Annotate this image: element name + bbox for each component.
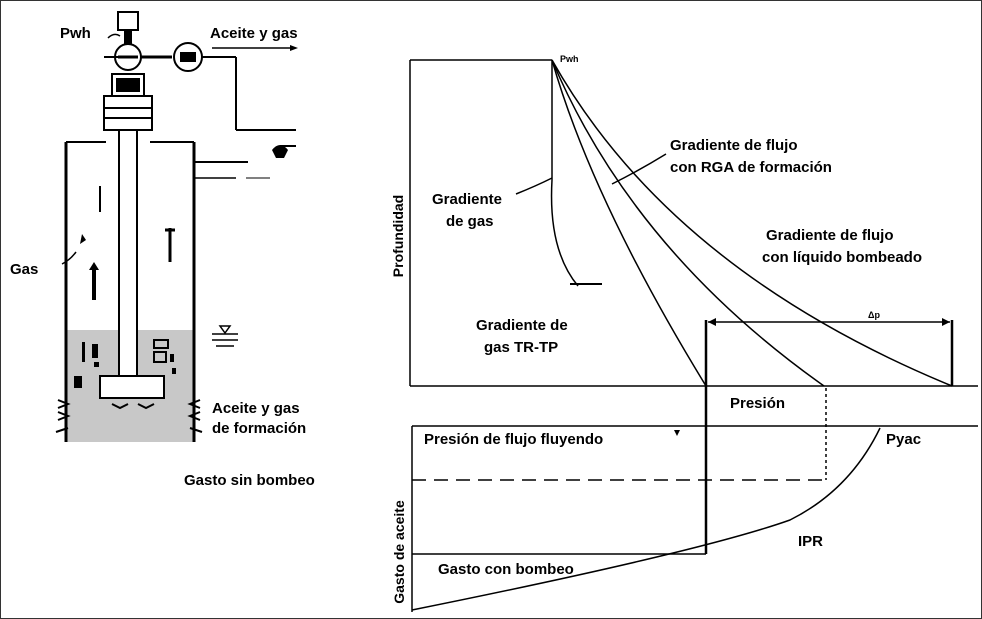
- bubble-2: [82, 342, 85, 362]
- label-annulus-2: gas TR-TP: [484, 339, 558, 356]
- well-schematic: Pwh Aceite y gas Gas Aceite y gas de for…: [10, 11, 306, 442]
- pumped-flow-curve: [551, 59, 953, 387]
- label-rate-no-pump: Gasto sin bombeo: [184, 472, 315, 489]
- pump-intake: [111, 403, 155, 410]
- ipr-curve: [411, 427, 881, 611]
- lower-y-label: Gasto de aceite: [391, 500, 407, 604]
- upper-x-label: Presión: [730, 395, 785, 412]
- gauge-stem: [124, 30, 132, 44]
- pressure-gauge-icon: [117, 11, 139, 31]
- flowing-pressure-marker-icon: [674, 430, 680, 436]
- label-annulus-1: Gradiente de: [476, 317, 568, 334]
- label-formation-flow-2: con RGA de formación: [670, 159, 832, 176]
- label-output: Aceite y gas: [210, 25, 298, 42]
- tubing: [118, 129, 138, 377]
- label-ipr: IPR: [798, 533, 823, 550]
- perforations-right: [187, 399, 203, 433]
- delta-p-arrow-right: [942, 318, 950, 326]
- bubble-5: [153, 339, 169, 349]
- bubble-3: [94, 362, 99, 367]
- bubble-6: [153, 351, 167, 363]
- bubble-8: [172, 368, 176, 374]
- gas-bubble: [80, 234, 86, 244]
- label-pwh: Pwh: [60, 25, 91, 42]
- label-flowing-pressure: Presión de flujo fluyendo: [424, 431, 603, 448]
- perforations-left: [55, 399, 71, 433]
- label-formation-1: Aceite y gas: [212, 400, 300, 417]
- pressure-depth-chart: Profundidad Presión Pwh Gradiente de gas…: [390, 54, 978, 412]
- label-rate-pump: Gasto con bombeo: [438, 561, 574, 578]
- pwh-leader: [107, 33, 121, 39]
- annulus-gradient-curve: [551, 59, 707, 387]
- formation-flow-curve: [551, 59, 825, 387]
- label-top-pwh: Pwh: [560, 54, 579, 64]
- label-gas-gradient-1: Gradiente: [432, 191, 502, 208]
- gas-arrow-left-head: [89, 262, 99, 270]
- label-formation-2: de formación: [212, 420, 306, 437]
- bubble-7: [170, 354, 174, 362]
- formation-flow-leader: [611, 153, 667, 185]
- delta-p-arrow-left: [708, 318, 716, 326]
- tubing-head-body: [116, 78, 140, 92]
- choke-body: [180, 52, 196, 62]
- liquid-level-icon: [218, 325, 232, 335]
- check-valve-icon: [272, 145, 288, 158]
- pump: [99, 375, 165, 399]
- label-gas: Gas: [10, 261, 38, 278]
- label-pumped-flow-1: Gradiente de flujo: [766, 227, 894, 244]
- wellhead-spool: [103, 95, 153, 131]
- gas-leader: [61, 251, 77, 265]
- label-formation-flow-1: Gradiente de flujo: [670, 137, 798, 154]
- label-pumped-flow-2: con líquido bombeado: [762, 249, 922, 266]
- upper-y-label: Profundidad: [390, 195, 406, 277]
- gas-gradient-curve: [550, 60, 579, 287]
- label-gas-gradient-2: de gas: [446, 213, 494, 230]
- gas-gradient-leader: [515, 177, 553, 195]
- label-delta-p: Δp: [868, 310, 880, 320]
- bubble-1: [92, 344, 98, 358]
- output-arrow-head: [290, 45, 298, 51]
- label-pyac: Pyac: [886, 431, 921, 448]
- ipr-chart: Gasto de aceite Presión de flujo fluyend…: [184, 386, 978, 612]
- bubble-4: [74, 376, 82, 388]
